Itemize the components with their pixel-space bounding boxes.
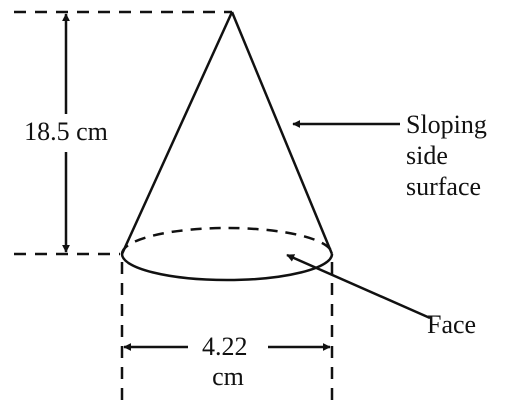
cone-left-edge bbox=[120, 11, 234, 255]
face-label: Face bbox=[427, 310, 476, 339]
cone-front-rim bbox=[120, 253, 334, 282]
face-pointer-arrow bbox=[286, 253, 431, 320]
width-label-unit: cm bbox=[212, 362, 244, 391]
height-label: 18.5 cm bbox=[24, 117, 108, 146]
cone-back-rim bbox=[120, 226, 334, 255]
surface-label-line-2: side bbox=[406, 141, 448, 170]
width-label: 4.22 cm bbox=[202, 332, 254, 391]
surface-label: Sloping side surface bbox=[406, 110, 493, 201]
width-label-value: 4.22 bbox=[202, 332, 248, 361]
cone-right-edge bbox=[230, 11, 334, 255]
surface-label-line-3: surface bbox=[406, 172, 481, 201]
surface-label-line-1: Sloping bbox=[406, 110, 487, 139]
